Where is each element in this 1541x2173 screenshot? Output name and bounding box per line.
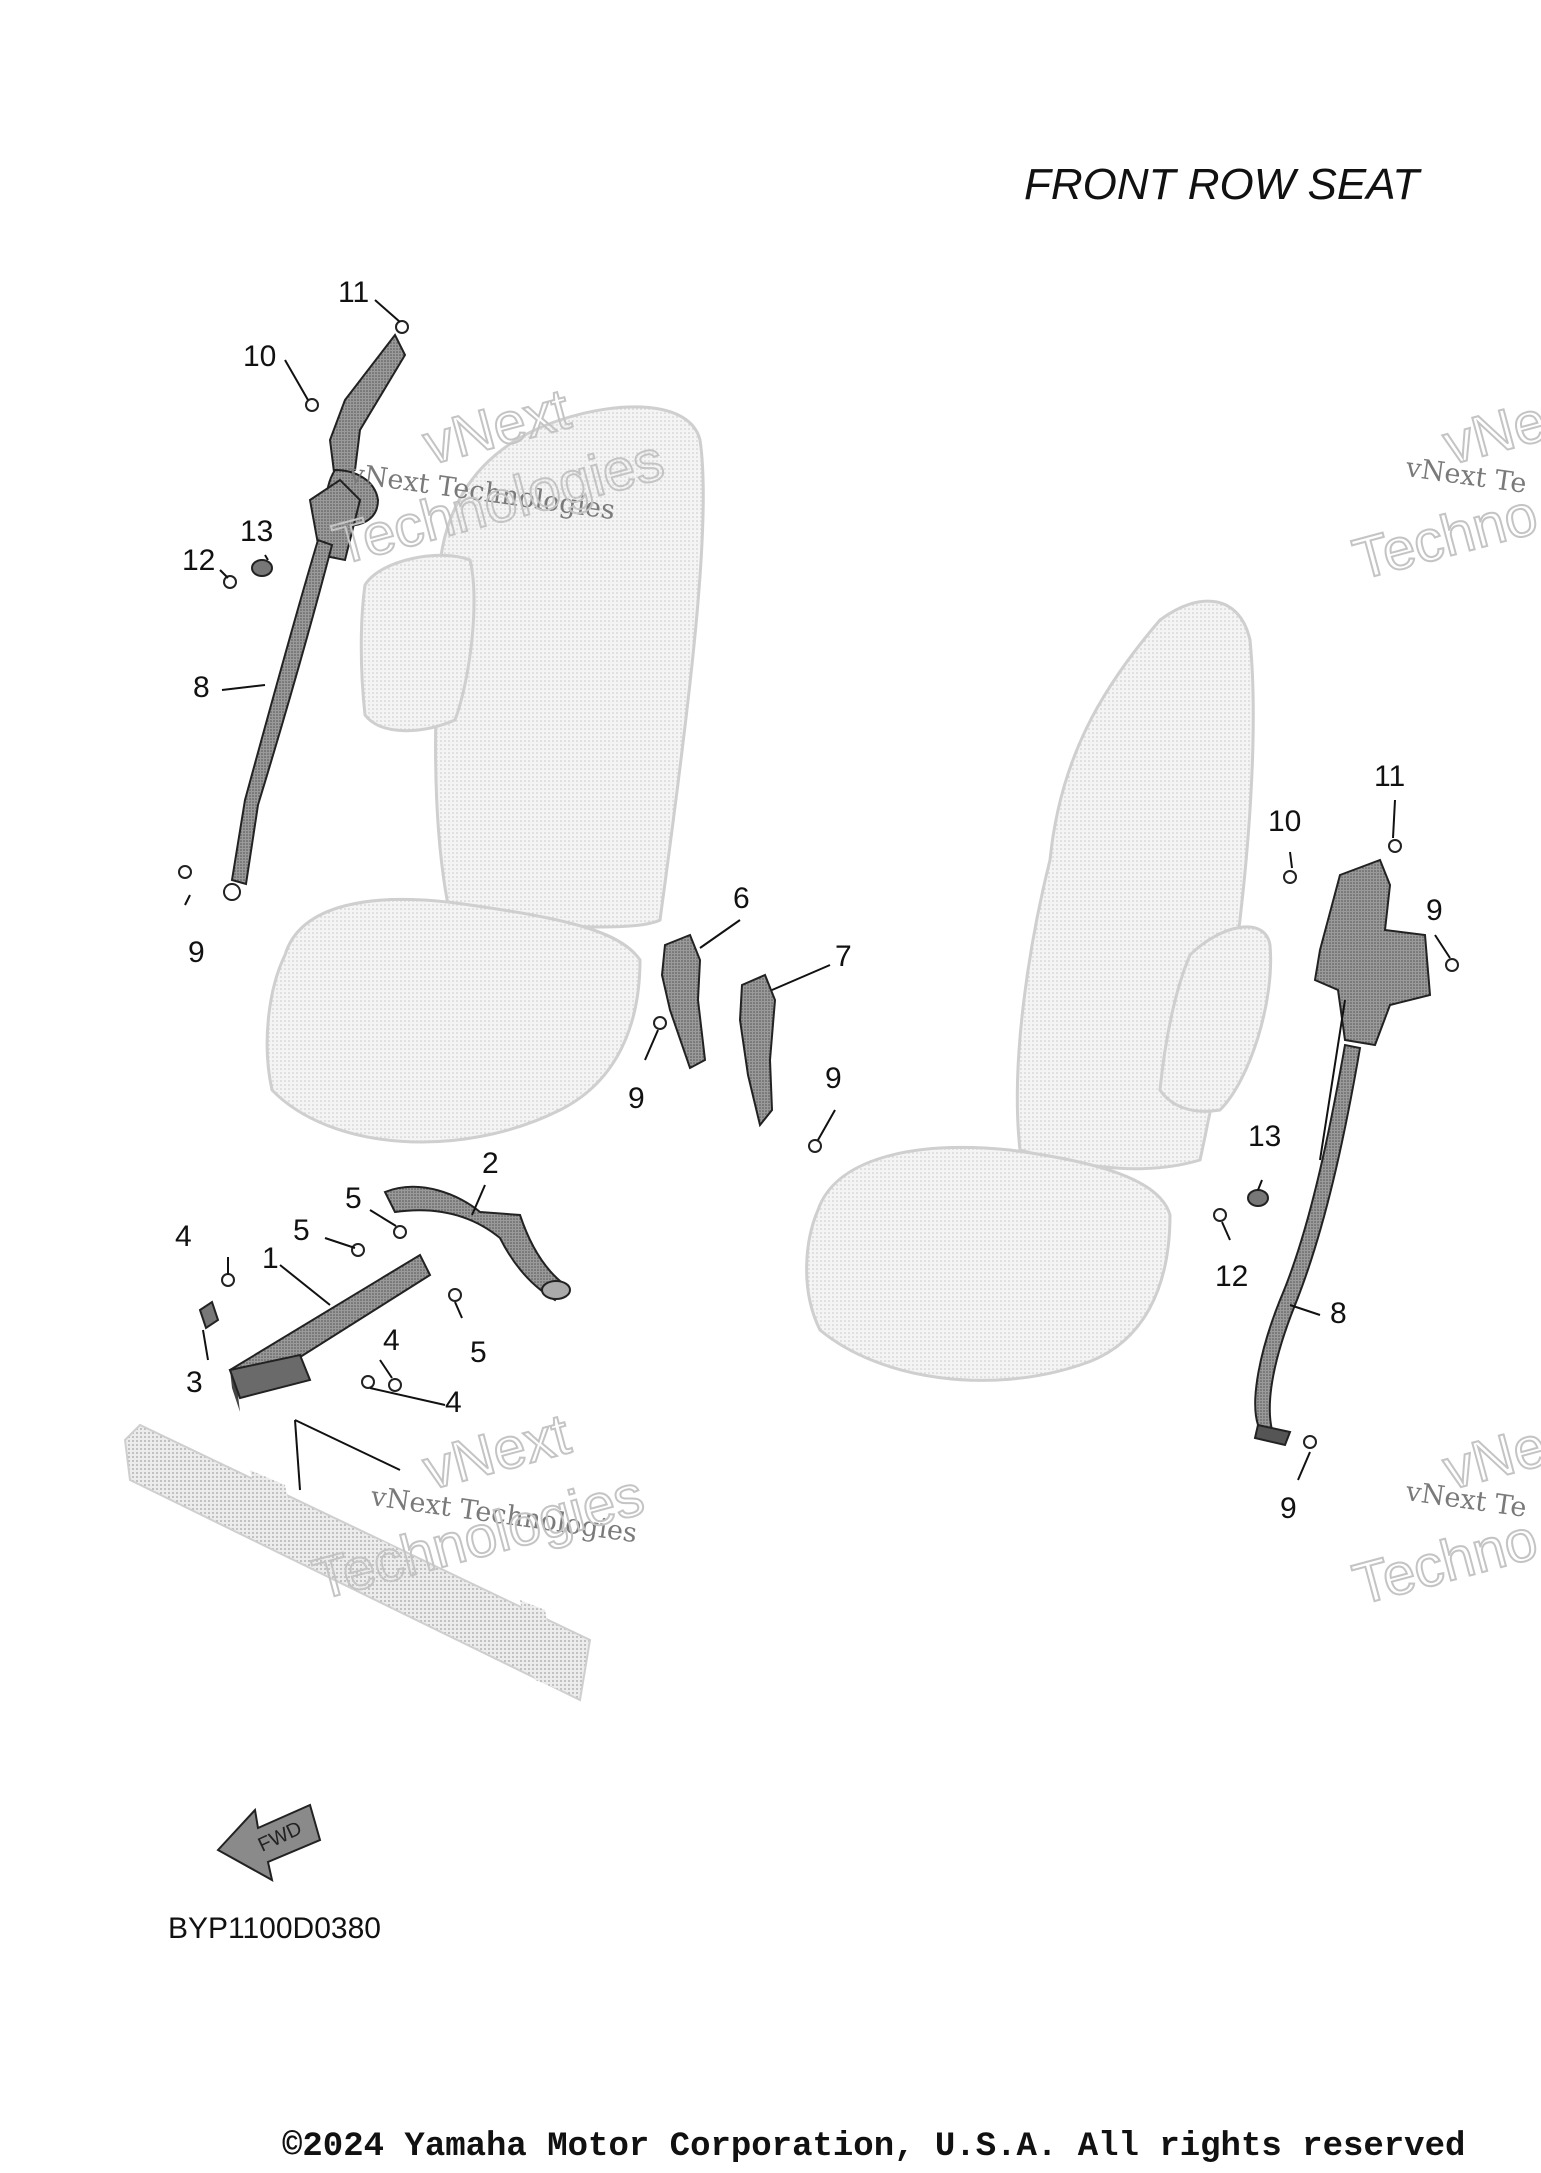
callout-b5a: 5 bbox=[345, 1182, 362, 1215]
callout-b4c: 4 bbox=[445, 1386, 462, 1419]
callout-labels: 11 10 13 12 8 9 6 7 9 9 11 10 9 13 12 8 … bbox=[175, 276, 1443, 1525]
fwd-arrow-icon: FWD bbox=[216, 1803, 322, 1882]
right-seatbelt bbox=[1253, 858, 1432, 1447]
callout-l13: 13 bbox=[240, 515, 273, 548]
callout-l11: 11 bbox=[338, 276, 369, 309]
callout-c6: 6 bbox=[733, 882, 750, 915]
watermark-big-top-right-1: vNext bbox=[1437, 376, 1541, 477]
page-title: FRONT ROW SEAT bbox=[1024, 160, 1420, 209]
callout-c7: 7 bbox=[835, 940, 852, 973]
right-seat bbox=[805, 599, 1273, 1382]
leader-lines bbox=[184, 299, 1451, 1491]
callout-r11: 11 bbox=[1374, 760, 1405, 793]
callout-r8: 8 bbox=[1330, 1297, 1347, 1330]
callout-b4b: 4 bbox=[383, 1324, 400, 1357]
callout-r13: 13 bbox=[1248, 1120, 1281, 1153]
bolts bbox=[178, 320, 1459, 1449]
callout-l8: 8 bbox=[193, 671, 210, 704]
callout-r9a: 9 bbox=[1426, 894, 1443, 927]
diagram-code: BYP1100D0380 bbox=[168, 1912, 381, 1945]
seat-rail-and-handle bbox=[228, 1185, 571, 1412]
callout-b4a: 4 bbox=[175, 1220, 192, 1253]
callout-c9a: 9 bbox=[628, 1082, 645, 1115]
callout-b5c: 5 bbox=[470, 1336, 487, 1369]
callout-b1: 1 bbox=[262, 1242, 279, 1275]
watermark-big-bottom-right-2: Techno bbox=[1347, 1506, 1541, 1617]
callout-l10: 10 bbox=[243, 340, 276, 373]
left-seat bbox=[265, 405, 705, 1144]
callout-b5b: 5 bbox=[293, 1214, 310, 1247]
watermark-big-top-right-2: Techno bbox=[1347, 481, 1541, 592]
watermark-big-bottom-right-1: vNext bbox=[1437, 1401, 1541, 1502]
callout-l9: 9 bbox=[188, 936, 205, 969]
copyright-notice: ©2024 Yamaha Motor Corporation, U.S.A. A… bbox=[282, 2128, 1466, 2166]
floor-frame bbox=[123, 1423, 592, 1702]
callout-c9b: 9 bbox=[825, 1062, 842, 1095]
callout-r12: 12 bbox=[1215, 1260, 1248, 1293]
callout-r9b: 9 bbox=[1280, 1492, 1297, 1525]
callout-r10: 10 bbox=[1268, 805, 1301, 838]
left-seatbelt bbox=[223, 333, 407, 901]
buckle-assemblies bbox=[660, 933, 777, 1128]
callout-b3: 3 bbox=[186, 1366, 203, 1399]
callout-l12: 12 bbox=[182, 544, 215, 577]
callout-b2: 2 bbox=[482, 1147, 499, 1180]
